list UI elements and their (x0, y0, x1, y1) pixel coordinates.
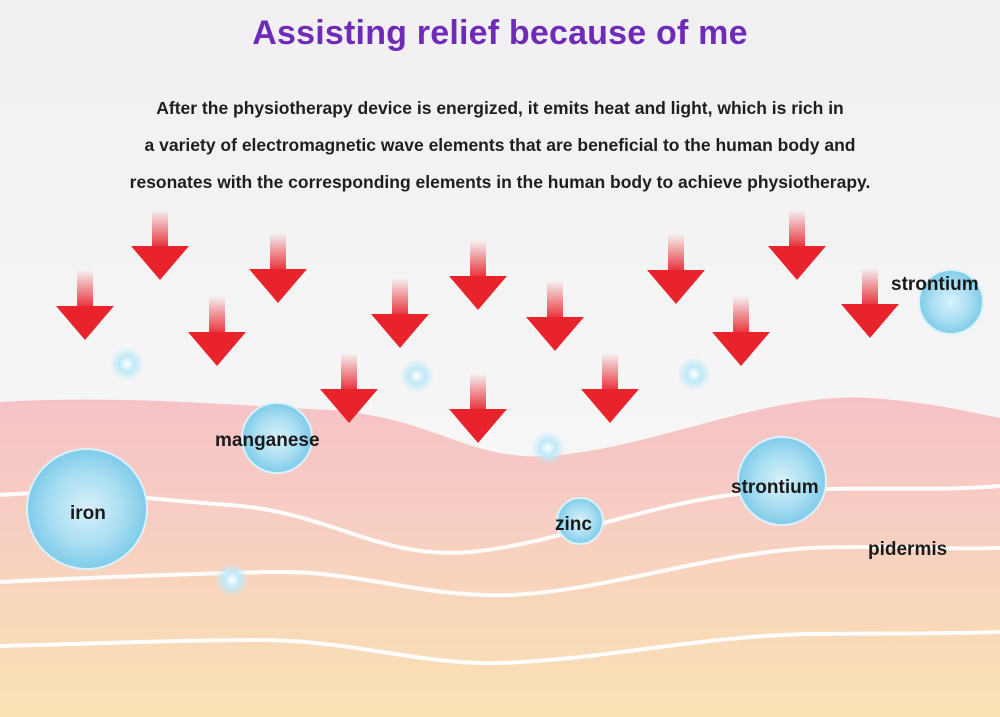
element-sphere-icon (918, 269, 984, 335)
page-title: Assisting relief because of me (252, 14, 748, 52)
red-arrow-down-icon (768, 210, 826, 280)
element-sphere-icon (737, 436, 827, 526)
red-arrow-down-icon (56, 270, 114, 340)
description-line: resonates with the corresponding element… (129, 172, 871, 192)
red-arrow-down-icon (131, 210, 189, 280)
label-manganese: manganese (215, 430, 320, 451)
glow-dot-icon (215, 563, 249, 597)
element-sphere-icon (556, 497, 604, 545)
label-strontium-top: strontium (891, 274, 979, 295)
description-paragraph: After the physiotherapy device is energi… (0, 90, 1000, 201)
red-arrow-down-icon (188, 296, 246, 366)
description-line: a variety of electromagnetic wave elemen… (144, 135, 856, 155)
description-line: After the physiotherapy device is energi… (156, 98, 844, 118)
label-strontium-mid: strontium (731, 477, 819, 498)
red-arrow-down-icon (526, 281, 584, 351)
label-skin-layer: pidermis (868, 539, 947, 560)
label-iron: iron (70, 503, 106, 524)
element-spheres (26, 269, 984, 570)
skin-layer (0, 397, 1000, 717)
skin-wave-lines (0, 484, 1000, 666)
glow-dot-icon (677, 357, 711, 391)
glow-dot-icon (531, 431, 565, 465)
element-sphere-icon (241, 402, 313, 474)
glow-dot-icon (400, 359, 434, 393)
red-arrow-down-icon (249, 233, 307, 303)
element-labels: strontium manganese iron strontium zinc … (70, 274, 979, 560)
red-arrow-down-icon (449, 373, 507, 443)
label-zinc: zinc (555, 514, 592, 535)
red-arrow-down-icon (712, 296, 770, 366)
energy-glows (110, 347, 711, 597)
red-arrow-down-icon (581, 353, 639, 423)
glow-dot-icon (110, 347, 144, 381)
red-arrow-down-icon (449, 240, 507, 310)
red-arrow-down-icon (371, 278, 429, 348)
element-sphere-icon (26, 448, 148, 570)
red-arrow-down-icon (647, 234, 705, 304)
